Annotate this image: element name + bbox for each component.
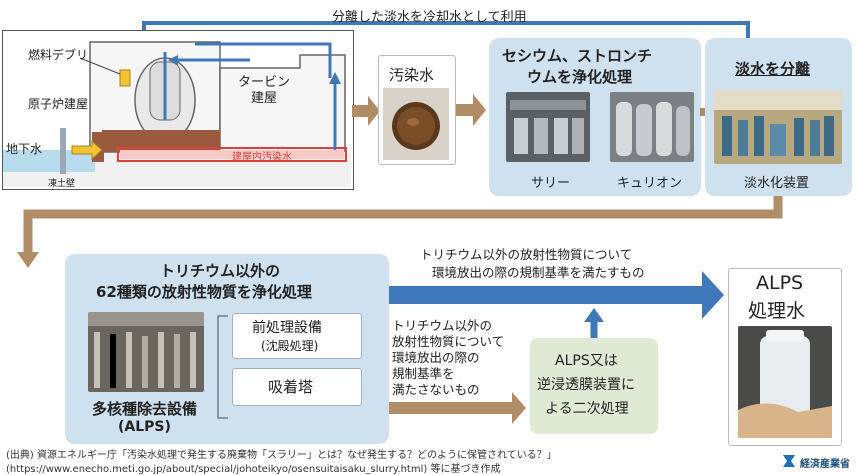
- pre-treatment-line2: (沈殿処理): [261, 339, 319, 353]
- cesium-title-line1: セシウム、ストロンチ: [502, 47, 653, 65]
- pre-treatment-box: [232, 313, 362, 359]
- secondary-line3: よる二次処理: [545, 401, 629, 417]
- meti-logo-icon: [783, 455, 795, 467]
- desalination-title: 淡水を分離: [735, 60, 811, 78]
- reactor-building-label: 原子炉建屋: [28, 97, 89, 111]
- upper-path-label-line1: トリチウム以外の放射性物質について: [420, 247, 633, 262]
- secondary-treatment-box: [530, 338, 658, 434]
- lower-path-line2: 放射性物質について: [392, 334, 505, 349]
- sarry-photo: [506, 92, 590, 162]
- adsorption-tower-box: [232, 368, 362, 406]
- secondary-line2: 逆浸透膜装置に: [537, 377, 635, 393]
- alps-title-line1: トリチウム以外の: [160, 262, 281, 280]
- meti-logo-text: 経済産業省: [800, 459, 850, 470]
- lower-path-line3: 環境放出の際の: [392, 350, 480, 365]
- pre-treatment-line1: 前処理設備: [252, 320, 322, 336]
- upper-path-label-line2: 環境放出の際の規制基準を満たすもの: [432, 265, 645, 280]
- top-arrow-label: 分離した淡水を冷却水として利用: [332, 10, 527, 25]
- contaminated-water-photo: [383, 88, 449, 160]
- sarry-caption: サリー: [531, 176, 571, 191]
- lower-path-line5: 満たさないもの: [392, 382, 480, 397]
- cesium-title-line2: ウムを浄化処理: [527, 68, 633, 86]
- source-line1: (出典) 資源エネルギー庁「汚染水処理で発生する廃棄物「スラリー」とは？なぜ発生…: [6, 450, 557, 461]
- contaminated-water-label: 汚染水: [389, 66, 435, 84]
- reactor-schematic: [3, 41, 351, 187]
- alps-caption-line2: (ALPS): [118, 419, 171, 435]
- desalination-photo: [714, 90, 842, 164]
- lower-path-line1: トリチウム以外の: [392, 318, 493, 333]
- frozen-wall-label: 凍土壁: [48, 179, 76, 189]
- kurion-caption: キュリオン: [617, 176, 683, 191]
- treated-water-line1: ALPS: [756, 272, 804, 294]
- desalination-caption: 淡水化装置: [744, 176, 810, 191]
- alps-caption-line1: 多核種除去設備: [92, 400, 198, 418]
- treated-water-line2: 処理水: [748, 300, 806, 322]
- turbine-building-label: タービン 建屋: [238, 75, 291, 106]
- alps-title-line2: 62種類の放射性物質を浄化処理: [96, 283, 312, 301]
- source-line2: (https://www.enecho.meti.go.jp/about/spe…: [6, 464, 501, 475]
- contaminated-water-in-building-label: 建屋内汚染水: [232, 152, 292, 163]
- lower-path-line4: 規制基準を: [392, 366, 455, 381]
- treated-water-photo: [738, 326, 832, 438]
- secondary-line1: ALPS又は: [555, 353, 618, 369]
- debris-label: 燃料デブリ: [28, 48, 89, 62]
- kurion-photo: [610, 92, 694, 162]
- lower-path-label: トリチウム以外の 放射性物質について 環境放出の際の 規制基準を 満たさないもの: [392, 318, 504, 398]
- groundwater-label: 地下水: [6, 142, 43, 156]
- adsorption-tower-label: 吸着塔: [268, 378, 314, 396]
- alps-photo: [88, 312, 204, 392]
